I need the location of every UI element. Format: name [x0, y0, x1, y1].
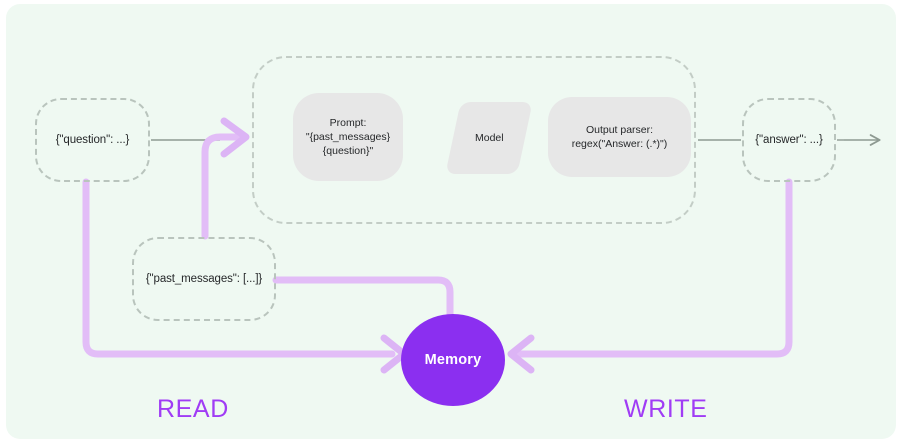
write-arrowhead: [507, 334, 535, 374]
memory-label: Memory: [424, 352, 482, 368]
answer-node[interactable]: {"answer": ...}: [742, 98, 836, 182]
past-messages-node[interactable]: {"past_messages": [...]}: [132, 237, 276, 321]
read-path-question-to-memory: [82, 178, 396, 358]
model-label: Model: [474, 132, 504, 144]
read-path-pastmessages-to-prompt: [201, 133, 246, 240]
model-block[interactable]: Model: [445, 102, 533, 174]
write-caption: WRITE: [624, 395, 708, 423]
output-parser-label: Output parser: regex("Answer: (.*)"): [571, 124, 668, 150]
question-node-label: {"question": ...}: [55, 134, 130, 146]
chain-container: [252, 56, 696, 224]
connector-layer: [82, 117, 881, 374]
question-node[interactable]: {"question": ...}: [35, 98, 150, 182]
memory-node[interactable]: Memory: [401, 314, 505, 406]
write-path-answer-to-memory: [514, 178, 793, 358]
prompt-block[interactable]: Prompt: "{past_messages} {question}": [293, 93, 403, 181]
answer-node-label: {"answer": ...}: [755, 134, 823, 146]
past-messages-node-label: {"past_messages": [...]}: [145, 273, 263, 285]
read-path-pastmessages-to-memory: [272, 276, 454, 320]
prompt-input-arrowhead: [220, 117, 250, 158]
read-caption: READ: [157, 395, 229, 423]
prompt-label: Prompt: "{past_messages} {question}": [305, 117, 391, 157]
diagram-stage: Prompt: "{past_messages} {question}" Mod…: [6, 4, 896, 439]
output-parser-block[interactable]: Output parser: regex("Answer: (.*)"): [548, 97, 691, 177]
